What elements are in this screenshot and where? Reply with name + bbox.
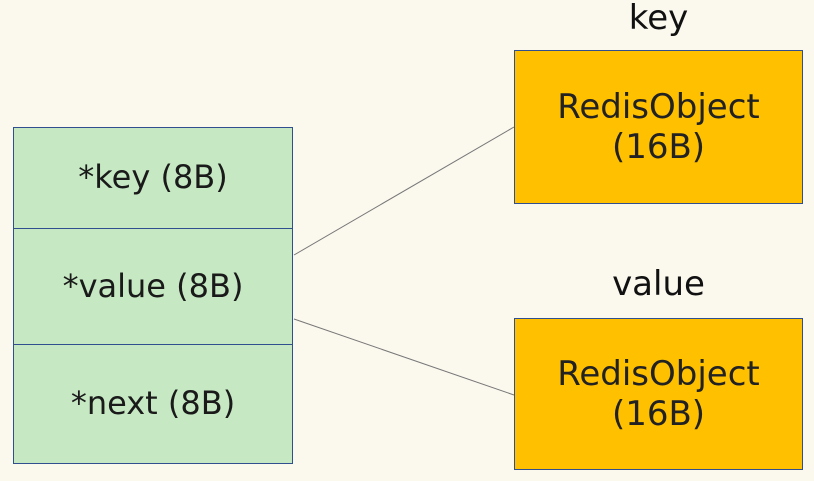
value-pointer-label: *value (8B) bbox=[62, 266, 244, 305]
value-redis-object: RedisObject (16B) bbox=[514, 318, 803, 470]
key-redis-object: RedisObject (16B) bbox=[514, 50, 803, 204]
next-pointer-field: *next (8B) bbox=[13, 344, 293, 464]
key-object-title: key bbox=[628, 0, 689, 38]
value-to-value-object-line bbox=[293, 318, 515, 396]
key-pointer-label: *key (8B) bbox=[78, 158, 228, 197]
key-object-name: RedisObject bbox=[557, 86, 760, 127]
value-object-size: (16B) bbox=[611, 394, 706, 434]
value-to-key-object-line bbox=[293, 126, 515, 256]
next-pointer-label: *next (8B) bbox=[70, 384, 236, 423]
value-object-name: RedisObject bbox=[557, 353, 760, 394]
value-object-title: value bbox=[612, 264, 705, 304]
value-pointer-field: *value (8B) bbox=[13, 228, 293, 345]
key-object-size: (16B) bbox=[611, 127, 706, 167]
key-pointer-field: *key (8B) bbox=[13, 127, 293, 229]
